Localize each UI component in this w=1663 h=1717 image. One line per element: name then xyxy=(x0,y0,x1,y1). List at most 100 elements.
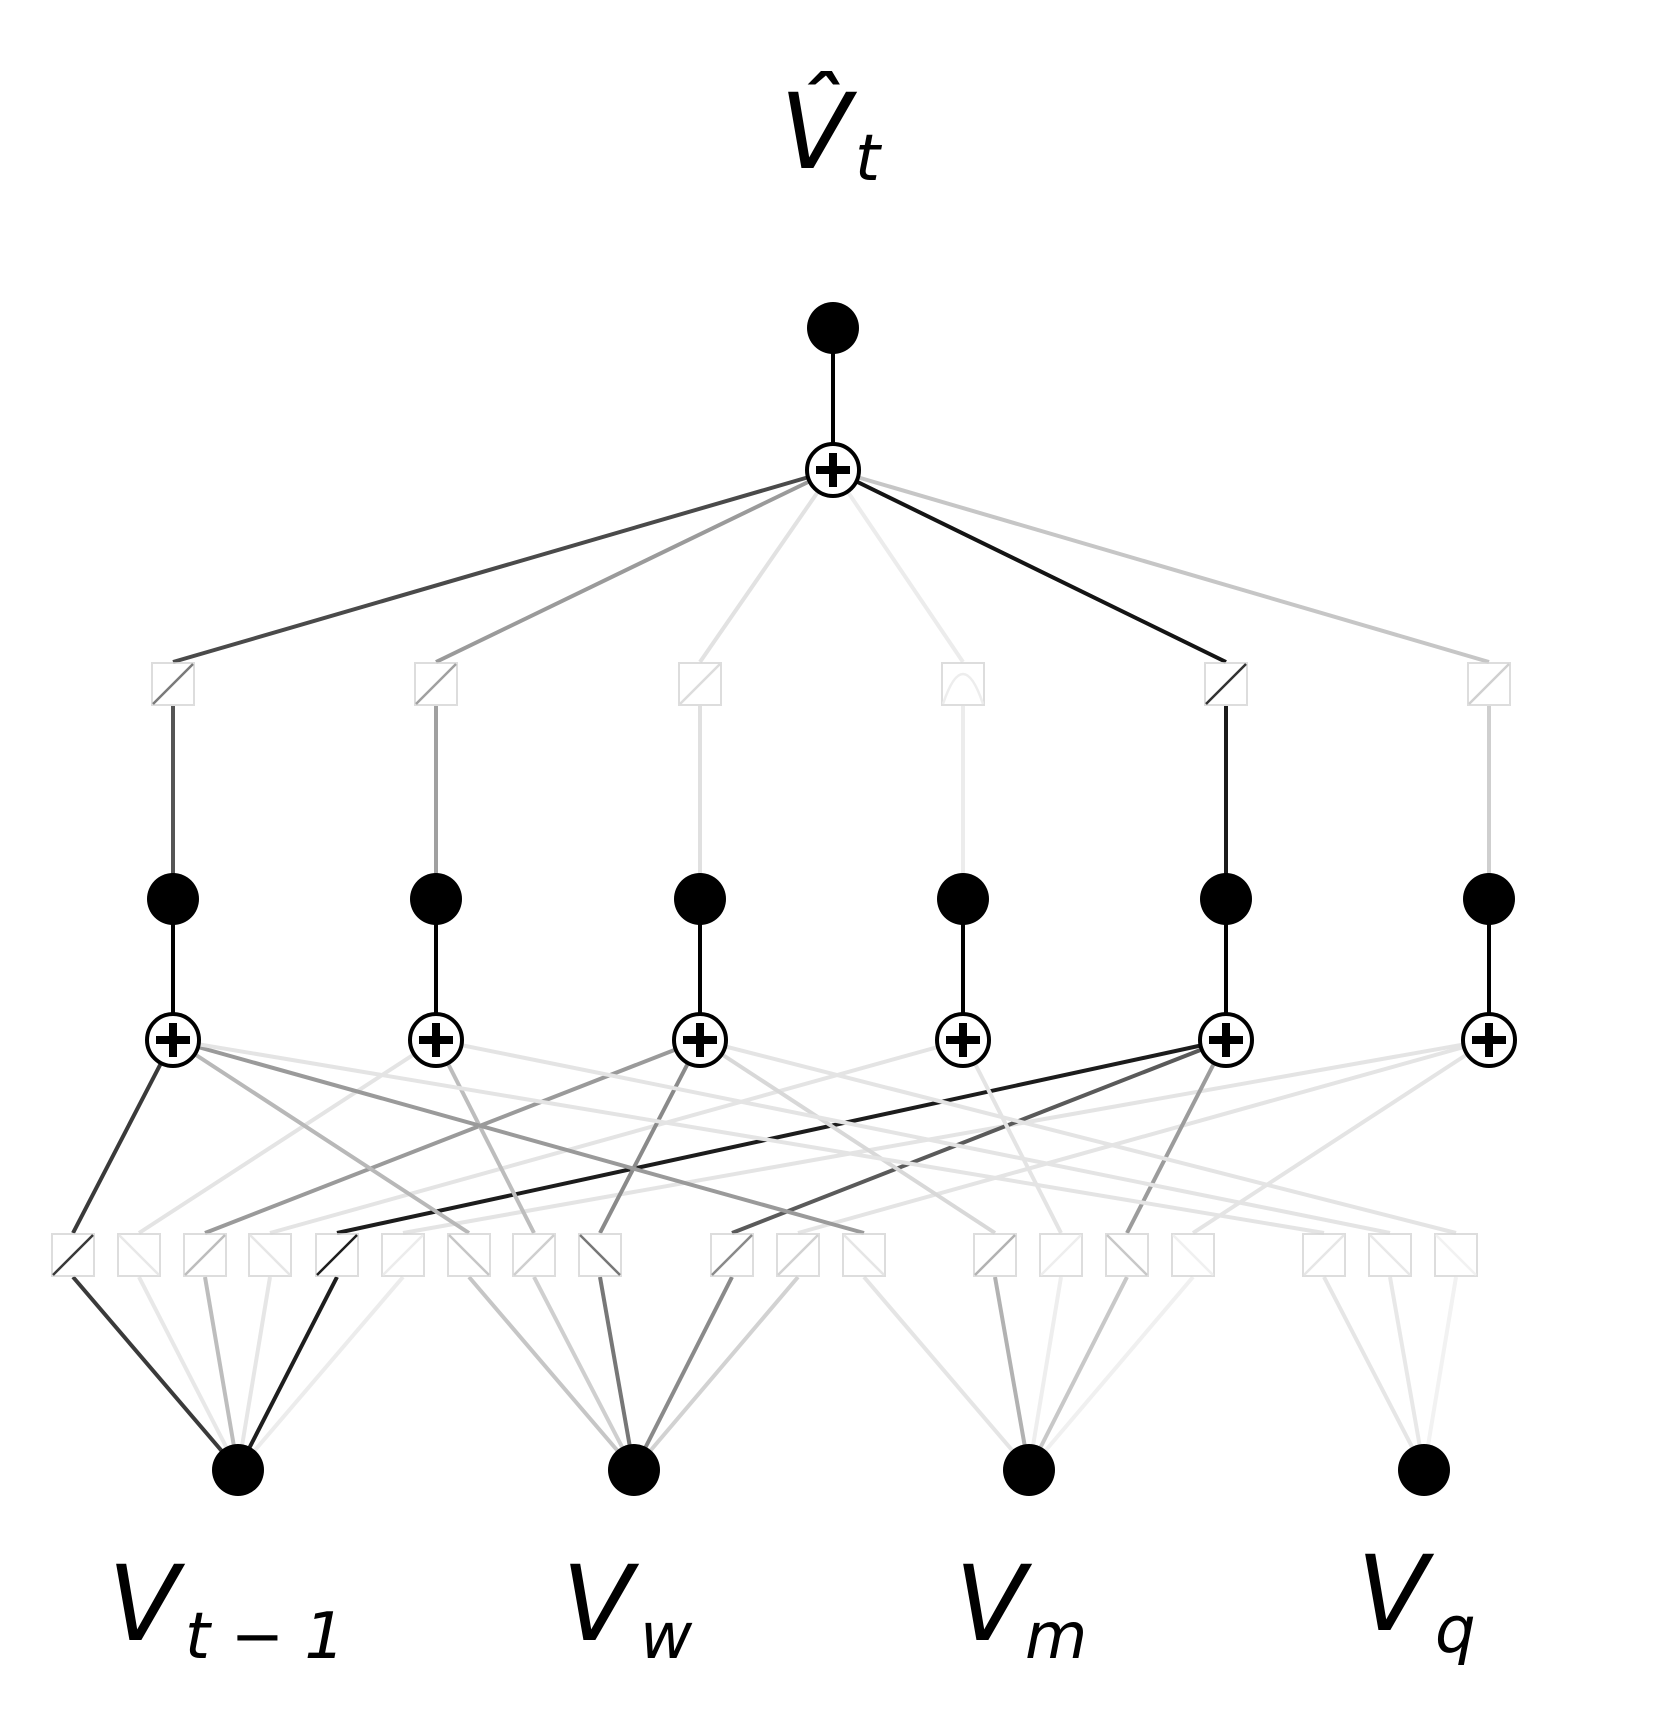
hidden-sum-node-5 xyxy=(1198,1012,1254,1068)
activation-lower-10 xyxy=(710,1233,754,1277)
activation-box xyxy=(973,1233,1017,1277)
activation-box xyxy=(117,1233,161,1277)
edge-input-17 xyxy=(1322,1276,1426,1471)
hidden-sum-node-4 xyxy=(935,1012,991,1068)
activation-top-5 xyxy=(1204,662,1248,706)
activation-box xyxy=(941,662,985,706)
edge-hidden-19 xyxy=(699,1038,1457,1235)
activation-lower-1 xyxy=(51,1233,95,1277)
hidden-node-4 xyxy=(937,873,989,925)
hidden-node-5 xyxy=(1200,873,1252,925)
activation-lower-15 xyxy=(1105,1233,1149,1277)
activation-curve xyxy=(1468,663,1510,705)
input-label-1-main: V xyxy=(108,1543,186,1665)
edge-input-5 xyxy=(236,1276,339,1471)
hidden-node-6 xyxy=(1463,873,1515,925)
edge-hidden-17 xyxy=(172,1038,1325,1235)
edge-top-6 xyxy=(832,468,1490,664)
edge-input-9 xyxy=(598,1276,636,1471)
activation-box xyxy=(447,1233,491,1277)
edge-top-2 xyxy=(435,468,834,664)
edge-top-3 xyxy=(698,468,835,664)
activation-lower-9 xyxy=(578,1233,622,1277)
activation-curve xyxy=(974,1234,1016,1276)
activation-curve xyxy=(843,1234,885,1276)
activation-curve xyxy=(448,1234,490,1276)
activation-curve xyxy=(52,1234,94,1276)
edge-input-1 xyxy=(71,1275,240,1472)
edge-hidden-14 xyxy=(961,1039,1063,1234)
activation-box xyxy=(151,662,195,706)
edge-hidden-2 xyxy=(137,1038,438,1235)
activation-curve xyxy=(118,1234,160,1276)
activation-curve xyxy=(1435,1234,1477,1276)
activation-top-2 xyxy=(414,662,458,706)
activation-lower-3 xyxy=(183,1233,227,1277)
input-label-3-sub: m xyxy=(1025,1600,1087,1674)
activation-lower-6 xyxy=(381,1233,425,1277)
activation-box xyxy=(678,662,722,706)
activation-top-4 xyxy=(941,662,985,706)
activation-box xyxy=(183,1233,227,1277)
activation-lower-16 xyxy=(1171,1233,1215,1277)
input-node-1 xyxy=(212,1444,264,1496)
edge-input-2 xyxy=(137,1276,240,1471)
edge-input-18 xyxy=(1388,1276,1426,1471)
activation-curve xyxy=(382,1234,424,1276)
activation-curve xyxy=(941,672,985,705)
hidden-sum-node-1 xyxy=(145,1012,201,1068)
output-node xyxy=(807,302,859,354)
hidden-sum-node-3 xyxy=(672,1012,728,1068)
activation-box xyxy=(414,662,458,706)
edge-input-11 xyxy=(632,1275,800,1472)
activation-box xyxy=(578,1233,622,1277)
activation-lower-2 xyxy=(117,1233,161,1277)
activation-top-3 xyxy=(678,662,722,706)
edge-hidden-12 xyxy=(172,1038,865,1235)
activation-box xyxy=(1467,662,1511,706)
edge-hidden-4 xyxy=(269,1038,964,1235)
input-node-3 xyxy=(1003,1444,1055,1496)
input-label-3: V m xyxy=(955,1543,1087,1674)
hidden-node-2 xyxy=(410,873,462,925)
activation-lower-12 xyxy=(842,1233,886,1277)
activation-lower-11 xyxy=(776,1233,820,1277)
activation-box xyxy=(1434,1233,1478,1277)
activation-curve xyxy=(1205,663,1247,705)
edge-input-8 xyxy=(532,1276,636,1471)
activation-box xyxy=(381,1233,425,1277)
activation-box xyxy=(710,1233,754,1277)
edge-top-5 xyxy=(832,468,1227,664)
edge-hidden-18 xyxy=(435,1038,1391,1235)
hidden-node-3 xyxy=(674,873,726,925)
activation-lower-18 xyxy=(1368,1233,1412,1277)
input-node-2 xyxy=(608,1444,660,1496)
edge-input-13 xyxy=(993,1276,1031,1471)
input-node-4 xyxy=(1398,1444,1450,1496)
input-label-2: V w xyxy=(562,1543,693,1674)
activation-box xyxy=(1171,1233,1215,1277)
activation-curve xyxy=(1106,1234,1148,1276)
edge-input-16 xyxy=(1027,1275,1195,1472)
activation-curve xyxy=(316,1234,358,1276)
input-label-4-sub: q xyxy=(1435,1594,1476,1668)
output-sum-node xyxy=(805,442,861,498)
edge-input-10 xyxy=(632,1276,734,1471)
activation-lower-5 xyxy=(315,1233,359,1277)
activation-box xyxy=(512,1233,556,1277)
hidden-node-1 xyxy=(147,873,199,925)
activation-lower-17 xyxy=(1302,1233,1346,1277)
activation-curve xyxy=(1040,1234,1082,1276)
nodes-layer xyxy=(145,302,1517,1496)
edge-input-15 xyxy=(1027,1276,1129,1471)
activation-curve xyxy=(711,1234,753,1276)
edge-input-12 xyxy=(862,1275,1031,1472)
input-label-1-sub: t − 1 xyxy=(185,1600,345,1674)
hidden-sum-node-6 xyxy=(1461,1012,1517,1068)
input-label-4-main: V xyxy=(1357,1533,1435,1655)
activation-box xyxy=(315,1233,359,1277)
edge-top-4 xyxy=(831,468,965,664)
activation-box xyxy=(1039,1233,1083,1277)
edge-hidden-3 xyxy=(204,1038,701,1235)
edge-hidden-8 xyxy=(434,1039,536,1234)
